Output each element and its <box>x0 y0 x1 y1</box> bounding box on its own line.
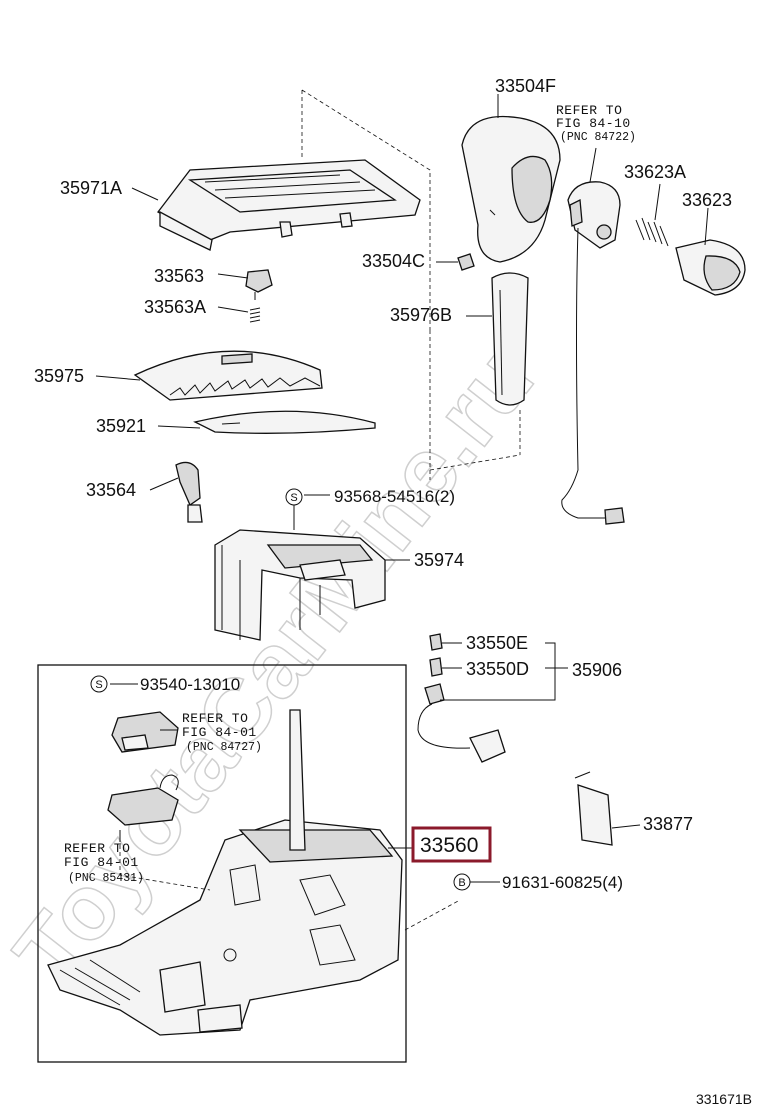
highlight-box-33560 <box>411 826 492 863</box>
label-33877[interactable]: 33877 <box>643 814 693 834</box>
label-33504C[interactable]: 33504C <box>362 251 425 271</box>
symbol-b-91631: B <box>453 873 471 891</box>
part-33504C-screw <box>457 253 475 271</box>
svg-text:(PNC 84722): (PNC 84722) <box>560 131 636 144</box>
part-35971A-indicator-housing <box>157 159 421 251</box>
svg-text:FIG 84-10: FIG 84-10 <box>556 116 631 131</box>
part-33563-clip <box>245 269 273 300</box>
part-33550D-cap <box>429 657 443 677</box>
part-35976B-cover <box>491 272 529 406</box>
symbol-s-93540: S <box>90 675 108 693</box>
label-93568-54516[interactable]: 93568-54516(2) <box>334 487 455 506</box>
assembly-box-33560 <box>37 664 407 1063</box>
label-33560[interactable]: 33560 <box>420 834 478 857</box>
svg-text:S: S <box>95 679 102 691</box>
label-33563[interactable]: 33563 <box>154 266 204 286</box>
svg-text:(PNC 85431): (PNC 85431) <box>68 872 144 885</box>
label-35975[interactable]: 35975 <box>34 366 84 386</box>
leader-lines <box>95 94 709 883</box>
part-33560-shift-lever-assembly <box>47 709 403 1036</box>
svg-text:(PNC 84727): (PNC 84727) <box>186 741 262 754</box>
part-33564-lever <box>175 461 203 523</box>
symbol-s-93568: S <box>285 488 303 506</box>
part-33877-label <box>574 771 613 846</box>
svg-text:REFER TO: REFER TO <box>556 103 622 118</box>
part-33623A-spring <box>635 217 669 247</box>
part-35974-bracket <box>214 529 386 641</box>
label-35971A[interactable]: 35971A <box>60 178 122 198</box>
label-33564[interactable]: 33564 <box>86 480 136 500</box>
svg-text:S: S <box>290 492 297 504</box>
label-35974[interactable]: 35974 <box>414 550 464 570</box>
part-35975-sector-plate <box>133 350 323 401</box>
refer-note-85431[interactable]: REFER TO FIG 84-01 (PNC 85431) <box>64 841 144 885</box>
figure-number: 331671B <box>696 1091 752 1107</box>
part-84727-switch <box>111 711 179 753</box>
part-33550E-cap <box>429 633 443 651</box>
part-85431-solenoid <box>107 774 179 826</box>
part-84722-switch <box>561 181 625 525</box>
svg-text:B: B <box>458 877 465 889</box>
part-35921-slide-plate <box>193 410 376 434</box>
label-33550D[interactable]: 33550D <box>466 659 529 679</box>
label-35906[interactable]: 35906 <box>572 660 622 680</box>
refer-note-84722[interactable]: REFER TO FIG 84-10 (PNC 84722) <box>556 103 636 144</box>
label-93540-13010[interactable]: 93540-13010 <box>140 675 240 694</box>
part-33504F-shift-knob <box>461 115 561 263</box>
label-33623[interactable]: 33623 <box>682 190 732 210</box>
part-35906-harness <box>417 683 506 763</box>
svg-text:REFER TO: REFER TO <box>64 841 130 856</box>
svg-text:FIG 84-01: FIG 84-01 <box>182 725 257 740</box>
svg-text:REFER TO: REFER TO <box>182 711 248 726</box>
label-33623A[interactable]: 33623A <box>624 162 686 182</box>
label-35976B[interactable]: 35976B <box>390 305 452 325</box>
label-35921[interactable]: 35921 <box>96 416 146 436</box>
svg-text:FIG 84-01: FIG 84-01 <box>64 855 139 870</box>
label-33563A[interactable]: 33563A <box>144 297 206 317</box>
part-33563A-spring <box>249 307 261 323</box>
part-33623-button <box>675 239 746 296</box>
refer-note-84727[interactable]: REFER TO FIG 84-01 (PNC 84727) <box>182 711 262 754</box>
label-33504F[interactable]: 33504F <box>495 76 556 96</box>
label-91631-60825[interactable]: 91631-60825(4) <box>502 873 623 892</box>
label-33550E[interactable]: 33550E <box>466 633 528 653</box>
